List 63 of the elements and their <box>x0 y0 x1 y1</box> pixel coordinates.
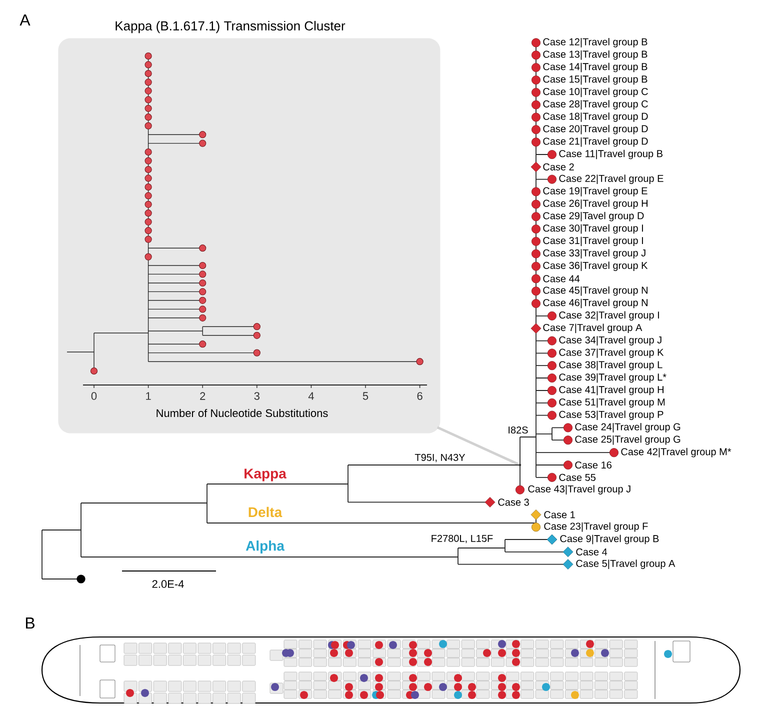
tip-label: Case 20|Travel group D <box>543 124 648 134</box>
tip-label: Case 34|Travel group J <box>559 336 662 346</box>
tip-label: Case 41|Travel group H <box>559 386 664 396</box>
tip-label: Case 11|Travel group B <box>559 150 662 160</box>
clade-label: Kappa <box>244 468 286 482</box>
tick-label: 5 <box>362 392 368 400</box>
tip-label: Case 32|Travel group I <box>559 311 659 321</box>
panel-label: B <box>26 618 34 629</box>
tip-label: Case 51|Travel group M <box>559 398 665 408</box>
mutation-label: I82S <box>508 426 528 434</box>
tick-label: 3 <box>254 392 260 400</box>
axis-title: Number of Nucleotide Substitutions <box>156 408 328 418</box>
tip-label: Case 18|Travel group D <box>543 112 648 122</box>
tip-label: Case 10|Travel group C <box>543 88 648 98</box>
tip-label: Case 36|Travel group K <box>543 262 648 271</box>
tip-label: Case 23|Travel group F <box>544 522 648 532</box>
tip-label: Case 46|Travel group N <box>543 298 648 308</box>
tip-label: Case 37|Travel group K <box>559 348 664 358</box>
tip-label: Case 12|Travel group B <box>543 38 648 48</box>
clade-label: Alpha <box>246 540 285 554</box>
tip-label: Case 39|Travel group L* <box>559 373 666 383</box>
tip-label: Case 19|Travel group E <box>543 187 648 196</box>
tip-label: Case 2 <box>543 163 574 170</box>
tip-label: Case 21|Travel group D <box>543 137 648 147</box>
tip-label: Case 44 <box>543 275 580 282</box>
tip-label: Case 3 <box>498 498 529 506</box>
tick-label: 2 <box>200 392 206 400</box>
tip-label: Case 9|Travel group B <box>560 534 659 544</box>
tip-label: Case 43|Travel group J <box>528 485 630 494</box>
tip-label: Case 26|Travel group H <box>543 200 648 209</box>
tip-label: Case 15|Travel group B <box>543 75 648 85</box>
tip-label: Case 13|Travel group B <box>543 50 648 60</box>
tip-label: Case 24|Travel group G <box>575 423 680 432</box>
mutation-label: F2780L, L15F <box>432 534 493 544</box>
tip-label: Case 4 <box>576 548 608 556</box>
tip-label: Case 30|Travel group I <box>543 224 643 234</box>
tick-label: 1 <box>146 392 151 400</box>
tick-label: 4 <box>308 392 314 400</box>
panel-label: A <box>20 14 30 26</box>
scale-bar-label: 2.0E-4 <box>152 580 184 588</box>
tip-label: Case 28|Travel group C <box>543 100 648 110</box>
tip-label: Case 5|Travel group A <box>576 560 676 569</box>
tick-label: 0 <box>91 392 97 400</box>
tip-label: Case 16 <box>575 461 612 469</box>
tip-label: Case 29|Tavel group D <box>543 212 644 222</box>
tip-label: Case 14|Travel group B <box>543 62 648 72</box>
clade-label: Delta <box>248 506 282 518</box>
tip-label: Case 38|Travel group L <box>559 360 662 370</box>
tip-label: Case 55 <box>559 474 596 481</box>
tip-label: Case 22|Travel group E <box>559 174 664 184</box>
tip-label: Case 53|Travel group P <box>559 410 664 420</box>
chart-title: Kappa (B.1.617.1) Transmission Cluster <box>116 20 346 34</box>
tip-label: Case 1 <box>544 511 575 518</box>
tip-label: Case 7|Travel group A <box>543 324 642 334</box>
branch-point <box>518 464 522 466</box>
tick-label: 6 <box>417 392 422 400</box>
tip-label: Case 45|Travel group N <box>543 286 648 296</box>
tip-label: Case 42|Travel group M* <box>621 448 732 458</box>
zoom-line <box>436 426 518 466</box>
tip-label: Case 31|Travel group I <box>543 236 643 246</box>
tip-label: Case 33|Travel group J <box>543 249 646 258</box>
mutation-label: T95I, N43Y <box>414 454 466 462</box>
tip-label: Case 25|Travel group G <box>575 435 680 445</box>
